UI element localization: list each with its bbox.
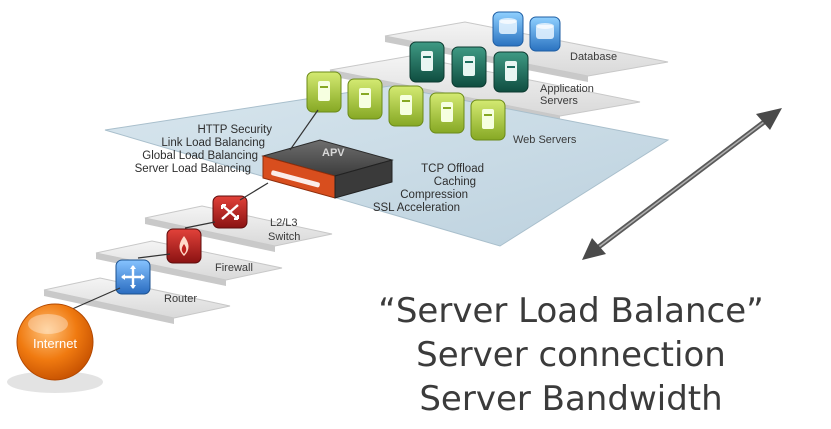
feature-global-load-balancing: Global Load Balancing xyxy=(142,150,258,162)
feature-caching: Caching xyxy=(434,176,476,188)
router-tier: Router xyxy=(43,259,231,324)
feature-server-load-balancing: Server Load Balancing xyxy=(135,163,251,175)
internet-node: Internet xyxy=(7,303,103,393)
switch-icon xyxy=(212,195,248,229)
caption-line-connection: Server connection xyxy=(416,335,726,375)
database-icon xyxy=(492,11,524,47)
switch-label-line2: Switch xyxy=(268,231,300,243)
web-server-icon xyxy=(429,92,465,134)
double-arrow-icon xyxy=(582,108,782,260)
router-label: Router xyxy=(164,293,197,305)
right-feature-list: TCP Offload Caching Compression SSL Acce… xyxy=(373,163,484,214)
firewall-icon xyxy=(166,228,202,264)
caption-title: “Server Load Balance” xyxy=(378,291,764,331)
web-server-icon xyxy=(347,78,383,120)
apv-appliance: APV xyxy=(261,139,394,199)
web-server-icon xyxy=(306,71,342,113)
database-icon xyxy=(529,16,561,52)
left-feature-list: HTTP Security Link Load Balancing Global… xyxy=(135,124,273,175)
web-server-icon xyxy=(388,85,424,127)
feature-link-load-balancing: Link Load Balancing xyxy=(161,137,265,149)
web-servers-tier: Web Servers xyxy=(306,71,577,146)
feature-http-security: HTTP Security xyxy=(197,124,272,136)
switch-tier: L2/L3 Switch xyxy=(144,195,333,252)
application-server-icon xyxy=(493,51,529,93)
firewall-label: Firewall xyxy=(215,262,253,274)
connection-lines xyxy=(69,109,319,311)
application-servers-label-line2: Servers xyxy=(540,95,578,107)
application-server-icon xyxy=(451,46,487,88)
caption-line-bandwidth: Server Bandwidth xyxy=(419,379,723,419)
application-server-icon xyxy=(409,41,445,83)
apv-label: APV xyxy=(322,147,345,159)
router-icon xyxy=(115,259,151,295)
web-servers-label: Web Servers xyxy=(513,134,577,146)
internet-label: Internet xyxy=(33,336,77,351)
feature-ssl-acceleration: SSL Acceleration xyxy=(373,202,460,214)
application-servers-label-line1: Application xyxy=(540,83,594,95)
database-label: Database xyxy=(570,51,617,63)
web-server-icon xyxy=(470,99,506,141)
switch-label-line1: L2/L3 xyxy=(270,217,298,229)
feature-tcp-offload: TCP Offload xyxy=(421,163,484,175)
feature-compression: Compression xyxy=(400,189,468,201)
